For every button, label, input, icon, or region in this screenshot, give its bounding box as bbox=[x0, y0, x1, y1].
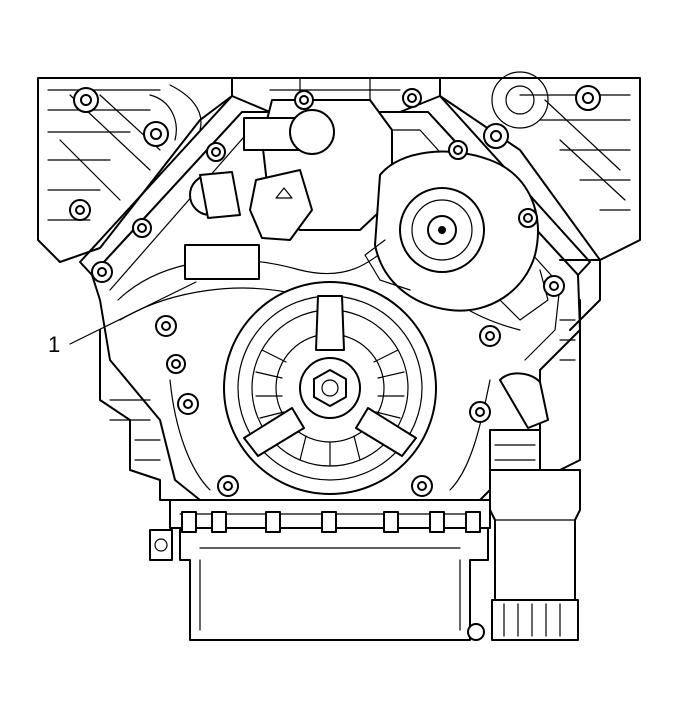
thermostat-housing bbox=[184, 99, 393, 280]
crankcase bbox=[99, 259, 601, 501]
oil-filter bbox=[489, 469, 581, 641]
water-pump bbox=[364, 150, 549, 321]
callout-1-label: 1 bbox=[48, 332, 60, 357]
crankshaft-balancer bbox=[223, 281, 437, 495]
cover-bolts bbox=[69, 85, 601, 497]
oil-pan bbox=[149, 499, 491, 641]
callout-1-leader bbox=[69, 281, 197, 345]
callout-1: 1 bbox=[48, 281, 197, 357]
